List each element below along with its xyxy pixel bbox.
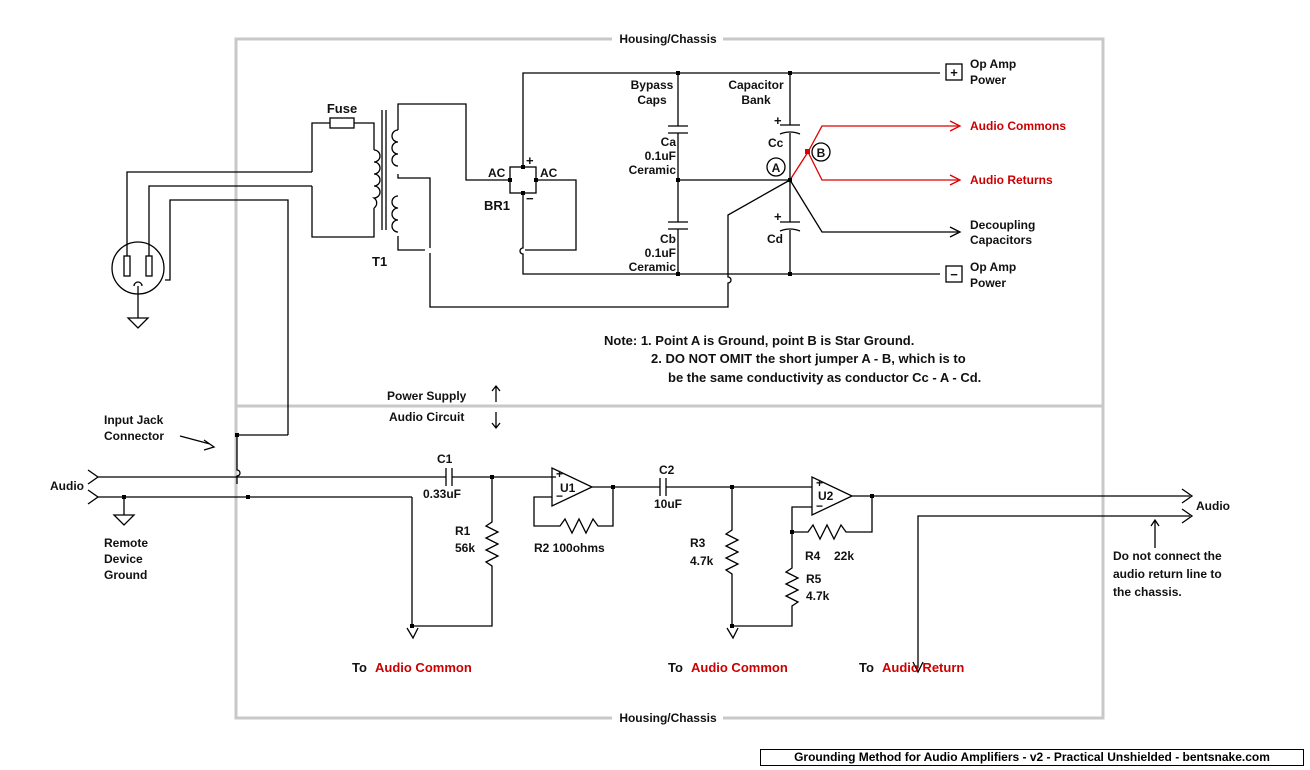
power-supply-section: Fuse T1 AC AC + − BR1: [111, 57, 1066, 435]
br1-ac-right: AC: [540, 166, 558, 180]
cd-plus: +: [774, 209, 782, 224]
c2-value: 10uF: [654, 497, 682, 511]
opamp-plus-terminal: [945, 63, 963, 81]
r5-value: 4.7k: [806, 589, 830, 603]
to-label-3: To: [859, 660, 874, 675]
note-line2: 2. DO NOT OMIT the short jumper A - B, w…: [651, 351, 966, 366]
r1-label: R1: [455, 524, 471, 538]
c2-label: C2: [659, 463, 675, 477]
cd-label: Cd: [767, 232, 783, 246]
ca-label: Ca: [661, 135, 677, 149]
opamp-pos-line2: Power: [970, 73, 1006, 87]
r4-value: 22k: [834, 549, 854, 563]
r3-value: 4.7k: [690, 554, 714, 568]
remote-ground-line3: Ground: [104, 568, 147, 582]
transformer-t1: T1: [371, 103, 510, 269]
opamp-neg-line1: Op Amp: [970, 260, 1016, 274]
bridge-rectifier-br1: AC AC + − BR1: [484, 153, 558, 213]
decoupling-line1: Decoupling: [970, 218, 1035, 232]
to-label-2: To: [668, 660, 683, 675]
point-a-label: A: [772, 161, 781, 175]
u2-minus: −: [816, 499, 823, 513]
housing-label-top: Housing/Chassis: [619, 32, 717, 46]
r1-value: 56k: [455, 541, 475, 555]
cc-plus: +: [774, 113, 782, 128]
to-audio-common-2: Audio Common: [691, 660, 788, 675]
up-arrow-icon: [491, 384, 501, 402]
input-hot-arrow: [87, 469, 100, 485]
input-jack-line1: Input Jack: [104, 413, 164, 427]
chassis-frame: Housing/Chassis Housing/Chassis: [234, 32, 1105, 725]
t1-label: T1: [372, 254, 387, 269]
r5-label: R5: [806, 572, 822, 586]
pointer-up-icon: [1150, 518, 1160, 548]
note-line1: Note: 1. Point A is Ground, point B is S…: [604, 333, 914, 348]
ca-value: 0.1uF: [645, 149, 676, 163]
ca-type: Ceramic: [629, 163, 677, 177]
housing-label-bottom: Housing/Chassis: [619, 711, 717, 725]
warning-line2: audio return line to: [1113, 567, 1222, 581]
cb-type: Ceramic: [629, 260, 677, 274]
opamp-minus-terminal: [945, 265, 963, 283]
input-jack-line2: Connector: [104, 429, 164, 443]
audio-circuit-section: Input Jack Connector Audio Remote Device…: [50, 413, 1230, 675]
r2-label: R2 100ohms: [534, 541, 605, 555]
op-amp-u2-symbol: [811, 475, 854, 517]
power-supply-label: Power Supply: [387, 389, 467, 403]
audio-circuit-label: Audio Circuit: [389, 410, 464, 424]
cb-value: 0.1uF: [645, 246, 676, 260]
remote-ground-line1: Remote: [104, 536, 148, 550]
u2-label: U2: [818, 489, 834, 503]
audio-returns-label: Audio Returns: [970, 173, 1053, 187]
br1-plus: +: [526, 153, 534, 168]
to-audio-return: Audio Return: [882, 660, 964, 675]
remote-ground-line2: Device: [104, 552, 143, 566]
to-label-1: To: [352, 660, 367, 675]
warning-line1: Do not connect the: [1113, 549, 1222, 563]
cb-label: Cb: [660, 232, 676, 246]
ground-icon: [112, 514, 136, 526]
audio-out-label: Audio: [1196, 499, 1230, 513]
r3-label: R3: [690, 536, 706, 550]
opamp-neg-line2: Power: [970, 276, 1006, 290]
capacitor-bank-line1: Capacitor: [728, 78, 784, 92]
u2-plus: +: [816, 476, 823, 490]
point-b-marker: [811, 142, 831, 162]
point-b-label: B: [817, 146, 826, 160]
opamp-pos-line1: Op Amp: [970, 57, 1016, 71]
terminal-plus-sign: +: [950, 65, 958, 80]
u1-minus: −: [556, 489, 563, 503]
capacitor-bank-line2: Bank: [741, 93, 771, 107]
note-block: Note: 1. Point A is Ground, point B is S…: [604, 333, 981, 385]
br1-ac-left: AC: [488, 166, 506, 180]
decoupling-line2: Capacitors: [970, 233, 1032, 247]
r4-label: R4: [805, 549, 821, 563]
c1-label: C1: [437, 452, 453, 466]
c1-value: 0.33uF: [423, 487, 461, 501]
ac-plug-icon: [111, 241, 165, 329]
warning-line3: the chassis.: [1113, 585, 1182, 599]
terminal-minus-sign: −: [950, 267, 958, 282]
fuse-label: Fuse: [327, 101, 357, 116]
u1-label: U1: [560, 481, 576, 495]
input-common-arrow: [87, 489, 100, 505]
credit-caption: Grounding Method for Audio Amplifiers - …: [760, 749, 1304, 766]
point-a-marker: [766, 157, 786, 177]
fuse-symbol: [329, 117, 355, 129]
bypass-caps-line2: Caps: [637, 93, 667, 107]
bypass-caps-line1: Bypass: [631, 78, 674, 92]
audio-in-label: Audio: [50, 479, 84, 493]
pointer-arrow-icon: [179, 435, 216, 451]
to-audio-common-1: Audio Common: [375, 660, 472, 675]
br1-minus: −: [526, 191, 534, 206]
op-amp-u1-symbol: [551, 466, 594, 508]
down-arrow-icon: [491, 412, 501, 430]
u1-plus: +: [556, 467, 563, 481]
audio-commons-label: Audio Commons: [970, 119, 1066, 133]
section-divider-labels: Power Supply Audio Circuit: [387, 384, 501, 430]
cc-label: Cc: [768, 136, 784, 150]
br1-label: BR1: [484, 198, 510, 213]
note-line3: be the same conductivity as conductor Cc…: [668, 370, 981, 385]
